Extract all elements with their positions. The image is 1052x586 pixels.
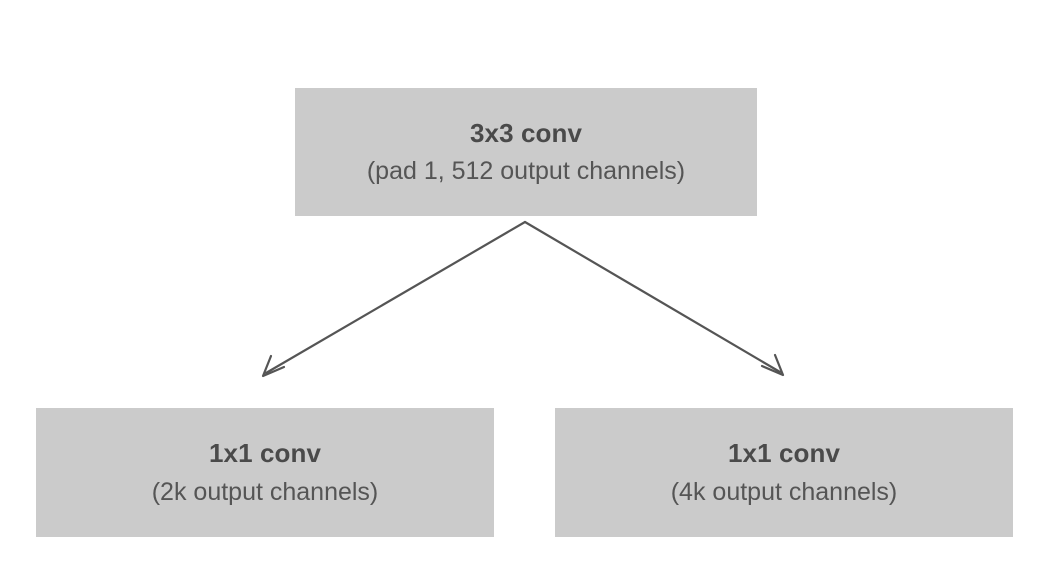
edge-root-to-right-arrowhead-icon — [760, 353, 785, 377]
node-right-subtitle: (4k output channels) — [670, 477, 898, 506]
node-left-1x1-conv: 1x1 conv (2k output channels) — [36, 408, 494, 537]
edge-root-to-left-line — [264, 220, 527, 375]
node-root-subtitle: (pad 1, 512 output channels) — [366, 157, 686, 186]
node-root-title: 3x3 conv — [469, 117, 583, 148]
node-left-subtitle: (2k output channels) — [151, 477, 379, 506]
node-right-1x1-conv: 1x1 conv (4k output channels) — [555, 408, 1013, 537]
node-right-title: 1x1 conv — [727, 438, 841, 469]
node-left-title: 1x1 conv — [208, 438, 322, 469]
node-root-3x3-conv: 3x3 conv (pad 1, 512 output channels) — [295, 88, 757, 216]
edge-root-to-right-line — [523, 220, 782, 374]
edge-root-to-left-arrowhead-icon — [261, 354, 286, 378]
